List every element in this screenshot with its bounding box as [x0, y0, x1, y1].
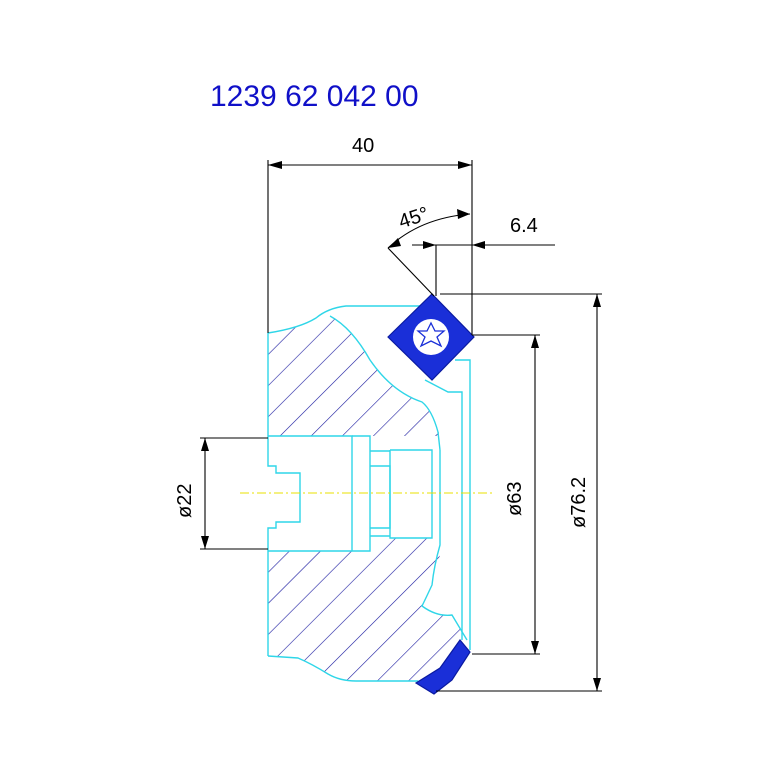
dimension-width-label: 40 — [352, 135, 374, 157]
cutting-insert-lower — [414, 639, 471, 695]
torx-screw-icon — [416, 321, 446, 348]
cutting-insert-upper — [387, 293, 475, 381]
dimension-inner-diameter: ø63 — [472, 334, 540, 655]
dimension-outer-diameter-label: ø76.2 — [568, 477, 590, 528]
section-hatch-upper — [268, 316, 440, 436]
dimension-bore-diameter-label: ø22 — [174, 484, 196, 518]
dimension-chamfer-angle-label: 45° — [396, 203, 432, 233]
dimension-inner-diameter-label: ø63 — [504, 482, 526, 516]
dimension-outer-diameter: ø76.2 — [436, 293, 602, 692]
part-number-label: 1239 62 042 00 — [210, 80, 419, 113]
section-hatch-lower — [268, 538, 467, 681]
dimension-chamfer-angle: 45° — [387, 203, 471, 297]
dimension-bore-diameter: ø22 — [174, 437, 268, 550]
dimension-offset: 6.4 — [412, 215, 555, 296]
dimension-width: 40 — [267, 135, 473, 335]
dimension-offset-label: 6.4 — [510, 215, 538, 237]
body-outline — [267, 305, 471, 693]
